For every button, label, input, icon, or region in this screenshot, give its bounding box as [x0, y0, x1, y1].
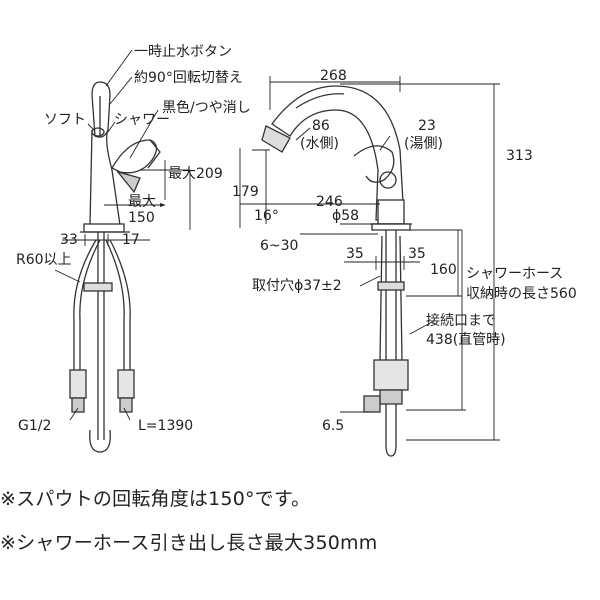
- shower-nozzle: [261, 125, 291, 153]
- note-hose-extension: ※シャワーホース引き出し長さ最大350mm: [0, 532, 378, 554]
- right-front-view: [261, 85, 412, 457]
- front-hose-right: [399, 235, 403, 361]
- hose-length-label: L=1390: [138, 418, 193, 434]
- mode-shower-label: シャワー: [114, 112, 170, 128]
- dim-max-209: 最大209: [168, 166, 223, 182]
- left-supply-hose: [73, 239, 97, 372]
- dim-160: 160: [430, 262, 457, 278]
- left-side-view: [69, 81, 161, 453]
- shower-hose-label-1: シャワーホース: [466, 266, 563, 282]
- dim-33: 33: [60, 232, 78, 248]
- note-spout-rotation: ※スパウトの回転角度は150°です。: [0, 488, 311, 510]
- faucet-body-column: [89, 129, 121, 226]
- right-dimension-lines: [239, 76, 500, 441]
- dim-179: 179: [232, 184, 259, 200]
- dim-dia-58: ϕ58: [332, 208, 359, 224]
- mount-hole-label: 取付穴ϕ37±2: [252, 278, 342, 294]
- dim-range-6-30: 6~30: [260, 238, 298, 254]
- front-lever: [353, 145, 395, 183]
- dim-268: 268: [320, 68, 347, 84]
- shower-hose-label-2: 収納時の長さ560: [466, 286, 577, 302]
- stop-button-label: 一時止水ボタン: [134, 44, 232, 60]
- dim-35-right: 35: [408, 246, 426, 262]
- dim-246: 246: [316, 194, 343, 210]
- hose-loop: [89, 429, 111, 453]
- dim-35-left: 35: [346, 246, 364, 262]
- dim-313: 313: [506, 148, 533, 164]
- shower-head-top: [91, 81, 111, 138]
- connection-label-2: 438(直管時): [426, 331, 506, 348]
- dim-max-label: 最大: [128, 194, 156, 210]
- lever-handle: [111, 139, 158, 174]
- left-callout-lines: [54, 49, 191, 421]
- connection-label-1: 接続口まで: [426, 312, 496, 329]
- dim-150: 150: [128, 210, 155, 226]
- hot-side-label: (湯側): [404, 135, 443, 152]
- thread-label: G1/2: [18, 418, 51, 434]
- right-supply-hose: [105, 239, 125, 372]
- finish-label: 黒色/つや消し: [162, 99, 251, 116]
- bend-radius-label: R60以上: [16, 252, 72, 268]
- mode-soft-label: ソフト: [44, 112, 86, 128]
- dim-17: 17: [122, 232, 140, 248]
- front-hose-left: [379, 235, 383, 361]
- spout-tip: [116, 170, 141, 194]
- cold-side-label: (水側): [300, 136, 339, 152]
- dim-23: 23: [418, 118, 436, 134]
- dim-angle-16: 16°: [254, 208, 279, 224]
- dim-86: 86: [312, 118, 330, 134]
- dim-6-5: 6.5: [322, 418, 344, 434]
- rotate-switch-label: 約90°回転切替え: [134, 70, 243, 86]
